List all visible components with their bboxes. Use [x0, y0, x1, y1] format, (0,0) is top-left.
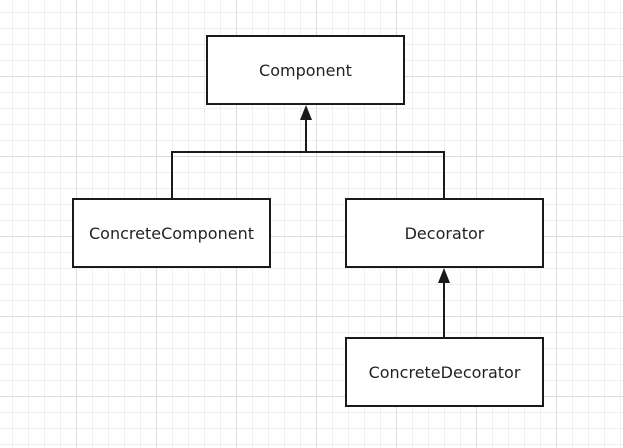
node-decorator-label: Decorator	[404, 223, 485, 243]
connector-concrete-component-to-component	[171, 151, 306, 198]
node-concrete-component-label: ConcreteComponent	[89, 223, 254, 243]
arrowhead-decorator-icon	[438, 268, 450, 283]
node-concrete-decorator[interactable]: ConcreteDecorator	[345, 337, 544, 407]
node-decorator[interactable]: Decorator	[345, 198, 544, 268]
node-component-label: Component	[259, 60, 352, 80]
node-component[interactable]: Component	[206, 35, 405, 105]
arrowhead-component-icon	[300, 105, 312, 120]
node-concrete-decorator-label: ConcreteDecorator	[368, 362, 521, 382]
node-concrete-component[interactable]: ConcreteComponent	[72, 198, 271, 268]
connector-decorator-to-component	[306, 151, 445, 198]
